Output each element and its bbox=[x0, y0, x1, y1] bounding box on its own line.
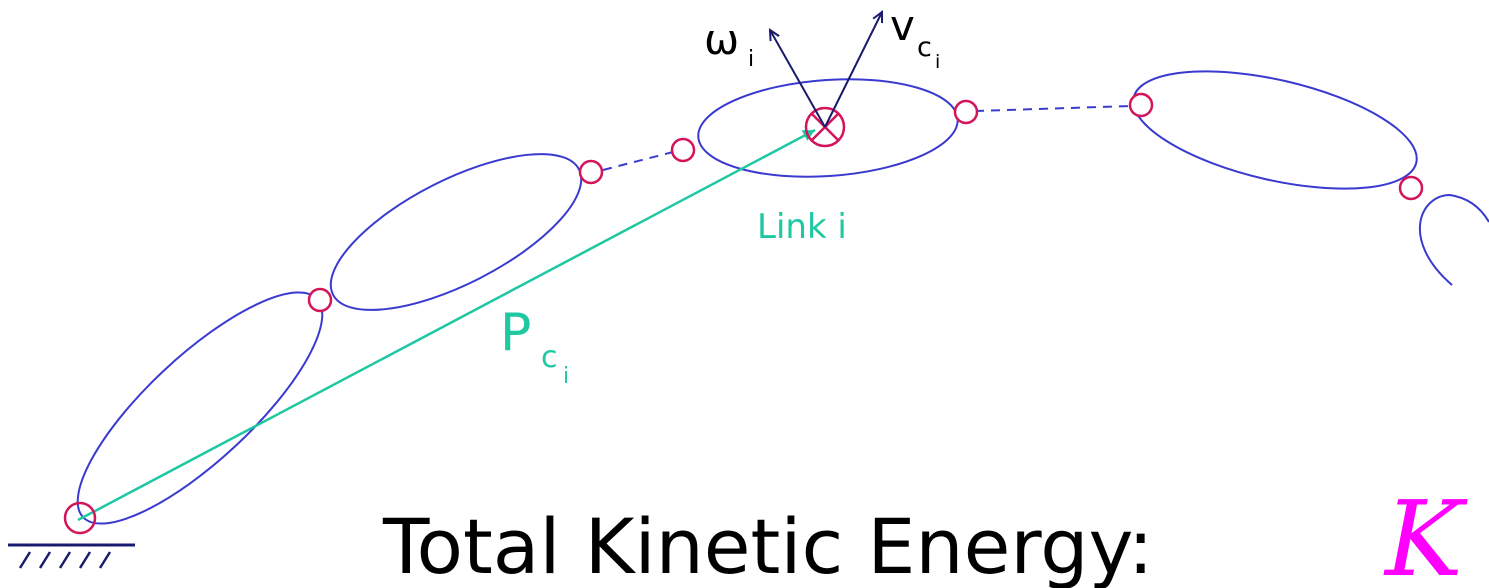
omega-subscript: i bbox=[748, 47, 754, 72]
velocity-subscript: c bbox=[917, 32, 932, 63]
omega-label: ω i bbox=[704, 15, 754, 72]
kinetic-energy-title: Total Kinetic Energy: K bbox=[382, 478, 1468, 588]
joint-6 bbox=[1398, 175, 1424, 201]
dashed-connector-2 bbox=[974, 105, 1133, 112]
position-vector-label: P c i bbox=[500, 303, 569, 389]
velocity-label: v c i bbox=[890, 1, 940, 73]
position-vector-arrow bbox=[77, 128, 816, 522]
link-n-1 bbox=[1132, 70, 1418, 190]
kinetic-energy-symbol: K bbox=[1383, 478, 1468, 588]
joint-3 bbox=[670, 137, 696, 163]
joint-5 bbox=[1128, 92, 1154, 118]
joint-1 bbox=[307, 287, 333, 313]
joint-2 bbox=[578, 159, 604, 185]
ground-base bbox=[8, 543, 135, 569]
position-subscript: c bbox=[541, 340, 558, 375]
title-text: Total Kinetic Energy: bbox=[382, 502, 1154, 588]
position-symbol: P bbox=[500, 303, 531, 363]
link-n-partial bbox=[1418, 193, 1489, 286]
link-i bbox=[697, 78, 959, 178]
link-i-label: Link i bbox=[757, 207, 847, 247]
velocity-symbol: v bbox=[890, 1, 915, 50]
omega-symbol: ω bbox=[704, 15, 739, 64]
joint-4 bbox=[953, 99, 979, 125]
dashed-connector-1 bbox=[602, 151, 674, 171]
link-2 bbox=[329, 153, 583, 311]
base-joint bbox=[63, 501, 97, 535]
velocity-subsubscript: i bbox=[935, 51, 940, 73]
linear-velocity-arrow bbox=[824, 12, 882, 128]
angular-velocity-arrow bbox=[770, 30, 826, 128]
position-subsubscript: i bbox=[563, 364, 569, 389]
